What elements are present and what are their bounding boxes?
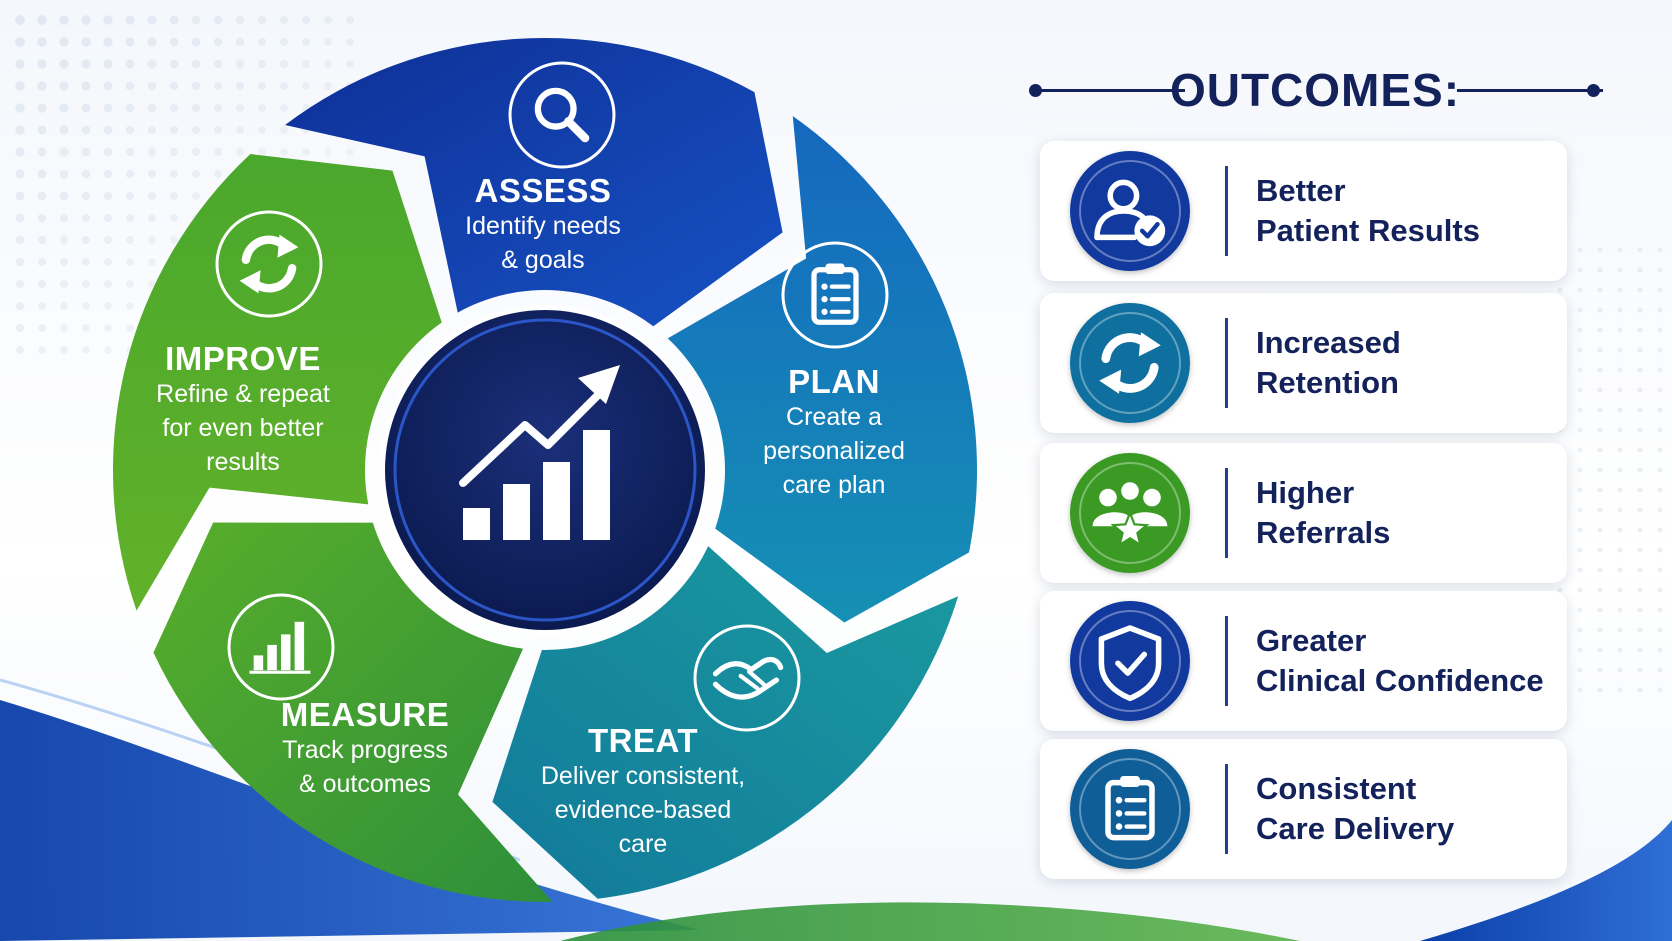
- outcome-text: Increased Retention: [1256, 323, 1401, 403]
- segment-text-plan: PLAN Create a personalized care plan: [734, 364, 934, 502]
- outcome-line: Referrals: [1256, 515, 1391, 550]
- header-dot-right: [1587, 84, 1600, 97]
- header-line-left: [1035, 89, 1185, 92]
- group-star-icon: [1070, 453, 1190, 573]
- assess-description: Identify needs & goals: [443, 209, 643, 277]
- improve-line: for even better: [162, 414, 324, 442]
- outcome-line: Greater: [1256, 623, 1367, 658]
- growth-chart-icon: [459, 365, 620, 540]
- card-divider: [1225, 468, 1228, 558]
- assess-line: & goals: [501, 246, 585, 274]
- card-divider: [1225, 616, 1228, 706]
- outcome-line: Care Delivery: [1256, 811, 1455, 846]
- outcome-line: Consistent: [1256, 771, 1417, 806]
- assess-title: ASSESS: [474, 172, 612, 209]
- search-icon: [508, 61, 616, 169]
- plan-title: PLAN: [788, 363, 880, 400]
- plan-description: Create a personalized care plan: [734, 400, 934, 502]
- outcome-line: Better: [1256, 173, 1346, 208]
- outcome-card: Higher Referrals: [1040, 443, 1567, 583]
- treat-line: Deliver consistent,: [540, 762, 746, 790]
- clipboard-icon: [781, 241, 889, 349]
- treat-line: evidence-based: [554, 796, 732, 824]
- outcome-line: Increased: [1256, 325, 1401, 360]
- outcomes-title: OUTCOMES:: [1169, 64, 1461, 116]
- measure-description: Track progress & outcomes: [270, 733, 460, 801]
- outcomes-header: OUTCOMES:: [1025, 62, 1605, 118]
- treat-title: TREAT: [587, 722, 699, 759]
- header-line-right: [1457, 89, 1603, 92]
- segment-plan: [667, 116, 977, 623]
- improve-line: results: [206, 448, 280, 476]
- handshake-icon: [693, 624, 801, 732]
- segment-treat: [492, 546, 959, 899]
- center-inner-ring: [393, 318, 697, 622]
- refresh-icon: [1070, 303, 1190, 423]
- outcome-text: Consistent Care Delivery: [1256, 769, 1454, 849]
- segment-text-measure: MEASURE Track progress & outcomes: [270, 697, 460, 801]
- outcome-card: Greater Clinical Confidence: [1040, 591, 1567, 731]
- outcome-line: Higher: [1256, 475, 1355, 510]
- outcome-card: Better Patient Results: [1040, 141, 1567, 281]
- improve-line: Refine & repeat: [156, 380, 330, 408]
- card-divider: [1225, 318, 1228, 408]
- outcome-card: Increased Retention: [1040, 293, 1567, 433]
- segment-improve: [112, 154, 442, 611]
- treat-description: Deliver consistent, evidence-based care: [528, 759, 758, 861]
- segment-text-treat: TREAT Deliver consistent, evidence-based…: [528, 723, 758, 861]
- improve-description: Refine & repeat for even better results: [147, 377, 339, 479]
- shield-check-icon: [1070, 601, 1190, 721]
- card-divider: [1225, 764, 1228, 854]
- outcome-card: Consistent Care Delivery: [1040, 739, 1567, 879]
- refresh-icon: [215, 210, 323, 318]
- treat-line: care: [618, 830, 668, 858]
- measure-line: & outcomes: [298, 770, 431, 798]
- user-check-icon: [1070, 151, 1190, 271]
- outcome-line: Retention: [1256, 365, 1399, 400]
- outcome-line: Patient Results: [1256, 213, 1480, 248]
- outcome-text: Better Patient Results: [1256, 171, 1480, 251]
- plan-line: care plan: [782, 471, 886, 499]
- bar-chart-icon: [227, 593, 335, 701]
- clipboard-icon: [1070, 749, 1190, 869]
- measure-line: Track progress: [282, 736, 448, 764]
- improve-title: IMPROVE: [165, 340, 321, 377]
- outcome-text: Higher Referrals: [1256, 473, 1390, 553]
- outcome-line: Clinical Confidence: [1256, 663, 1544, 698]
- segment-measure: [153, 522, 553, 902]
- card-divider: [1225, 166, 1228, 256]
- segment-text-assess: ASSESS Identify needs & goals: [443, 173, 643, 277]
- outcome-text: Greater Clinical Confidence: [1256, 621, 1544, 701]
- plan-line: Create a: [786, 403, 882, 431]
- segment-assess: [285, 38, 783, 327]
- measure-title: MEASURE: [280, 696, 450, 733]
- cycle-diagram: [112, 38, 977, 902]
- plan-line: personalized: [763, 437, 905, 465]
- segment-text-improve: IMPROVE Refine & repeat for even better …: [147, 341, 339, 479]
- assess-line: Identify needs: [465, 212, 621, 240]
